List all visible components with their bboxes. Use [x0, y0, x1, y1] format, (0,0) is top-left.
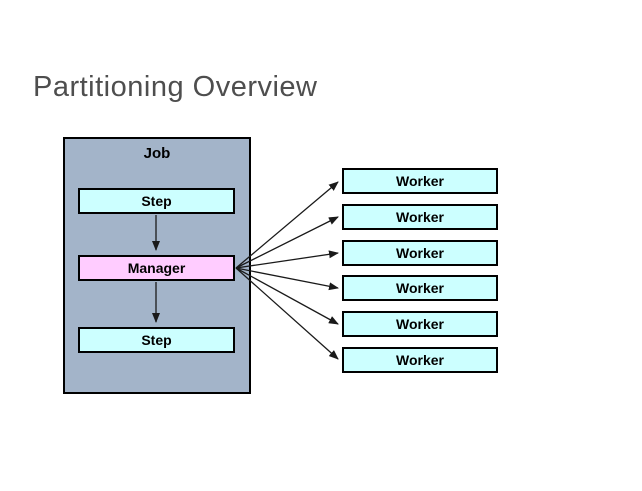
arrow-manager-to-worker-5: [235, 267, 339, 325]
job-label: Job: [143, 145, 171, 162]
worker-label: Worker: [396, 280, 444, 296]
step-bottom-label: Step: [141, 332, 172, 348]
worker-label: Worker: [396, 352, 444, 368]
step-top-label: Step: [141, 193, 172, 209]
step-box-bottom: Step: [78, 327, 235, 353]
worker-label: Worker: [396, 209, 444, 225]
arrow-manager-to-worker-2: [235, 216, 339, 269]
worker-box-1: Worker: [342, 168, 498, 194]
arrow-manager-to-worker-3: [235, 250, 339, 269]
arrow-manager-to-worker-4: [235, 267, 339, 291]
worker-box-2: Worker: [342, 204, 498, 230]
worker-box-4: Worker: [342, 275, 498, 301]
page-title: Partitioning Overview: [33, 71, 318, 103]
worker-box-3: Worker: [342, 240, 498, 266]
worker-box-5: Worker: [342, 311, 498, 337]
worker-label: Worker: [396, 245, 444, 261]
arrow-manager-to-worker-6: [235, 267, 339, 360]
worker-box-6: Worker: [342, 347, 498, 373]
manager-box: Manager: [78, 255, 235, 281]
arrow-manager-to-worker-1: [235, 181, 339, 269]
manager-label: Manager: [127, 260, 186, 276]
worker-label: Worker: [396, 316, 444, 332]
step-box-top: Step: [78, 188, 235, 214]
worker-label: Worker: [396, 173, 444, 189]
